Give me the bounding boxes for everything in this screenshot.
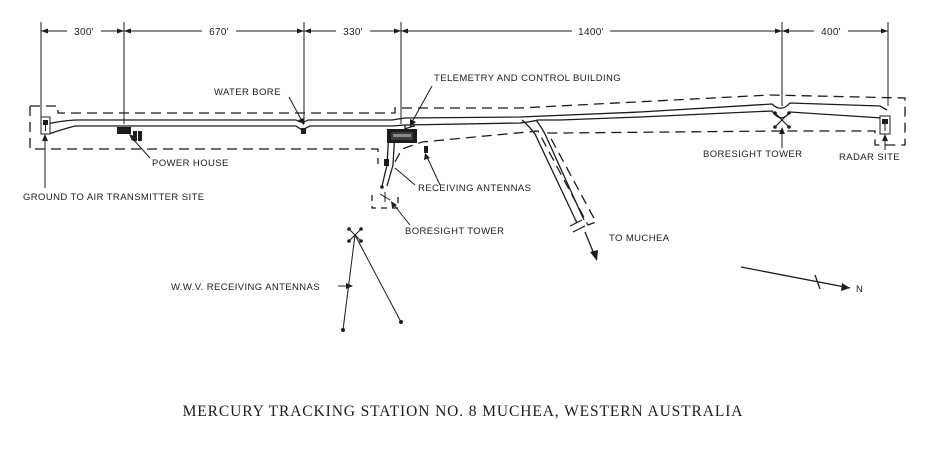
boresight-tower-south-label: BORESIGHT TOWER — [405, 226, 504, 237]
dimension-670: 670' — [209, 27, 229, 38]
boresight-tower-south — [379, 185, 391, 202]
telemetry-building — [387, 129, 417, 143]
ground-to-air-site — [40, 116, 51, 135]
main-road — [46, 102, 888, 233]
receiving-antennas-label: RECEIVING ANTENNAS — [418, 183, 531, 194]
site-boundary — [29, 94, 906, 226]
dimension-400: 400' — [821, 27, 841, 38]
radar-site — [879, 115, 891, 135]
dimension-line: 300' 670' 330' 1400' 400' — [40, 22, 889, 124]
page-title: MERCURY TRACKING STATION NO. 8 MUCHEA, W… — [183, 403, 744, 420]
to-muchea-label: TO MUCHEA — [609, 233, 670, 244]
radar-site-label: RADAR SITE — [839, 152, 900, 163]
ground-to-air-site-label: GROUND TO AIR TRANSMITTER SITE — [23, 192, 204, 203]
telemetry-building-label: TELEMETRY AND CONTROL BUILDING — [434, 73, 621, 84]
wwv-antenna-array — [341, 227, 403, 332]
muchea-direction-arrow — [584, 231, 598, 261]
dimension-1400: 1400' — [578, 27, 604, 38]
receiving-antennas — [384, 146, 428, 166]
dimension-300: 300' — [74, 27, 94, 38]
leader-lines — [42, 85, 888, 289]
water-bore — [301, 128, 306, 134]
boresight-tower-east — [773, 111, 791, 129]
dimension-330: 330' — [343, 27, 363, 38]
north-arrow — [740, 266, 851, 291]
power-house-label: POWER HOUSE — [152, 158, 229, 169]
wwv-antennas-label: W.W.V. RECEIVING ANTENNAS — [171, 282, 320, 293]
north-label: N — [856, 284, 863, 295]
water-bore-label: WATER BORE — [214, 87, 281, 98]
boresight-tower-east-label: BORESIGHT TOWER — [703, 149, 802, 160]
power-house — [117, 127, 142, 141]
